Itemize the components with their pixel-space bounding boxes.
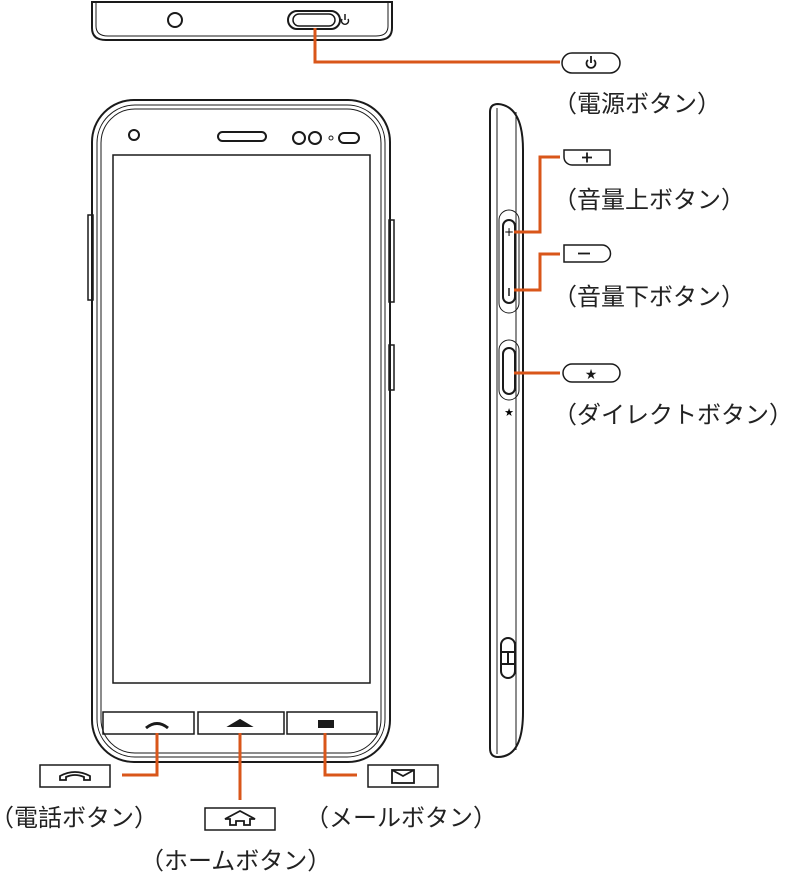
side-star-symbol: ★ [504, 406, 514, 419]
mail-button-label: （メールボタン） [305, 804, 497, 832]
star-icon: ★ [585, 367, 598, 383]
mail-icon [391, 769, 415, 784]
mail-key[interactable] [286, 711, 378, 735]
power-icon [585, 56, 597, 69]
earpiece [217, 131, 267, 142]
plus-icon [582, 152, 592, 163]
home-key-symbol [204, 807, 276, 831]
home-button-label: （ホームボタン） [140, 847, 332, 875]
phone-icon [59, 771, 91, 781]
headphone-jack [167, 12, 183, 28]
volume-button[interactable] [498, 209, 520, 314]
volume-down-button-label: （音量下ボタン） [553, 283, 745, 311]
home-icon [224, 809, 256, 826]
direct-button[interactable] [498, 339, 520, 401]
power-icon [340, 14, 350, 26]
phone-key[interactable] [102, 711, 195, 735]
front-camera [128, 129, 140, 141]
phone-key-symbol [39, 764, 111, 788]
side-slot [500, 637, 516, 679]
phone-front-view [87, 99, 395, 763]
leader-lines [122, 28, 560, 800]
phone-button-label: （電話ボタン） [0, 804, 158, 832]
side-plus-symbol: + [504, 225, 514, 239]
direct-key-symbol [562, 363, 621, 383]
phone-side-view [489, 102, 524, 759]
direct-button-label: （ダイレクトボタン） [553, 401, 793, 429]
phone-top-view [91, 1, 393, 41]
screen [112, 154, 371, 684]
volume-up-button-label: （音量上ボタン） [553, 186, 745, 214]
power-button-label: （電源ボタン） [553, 90, 721, 118]
